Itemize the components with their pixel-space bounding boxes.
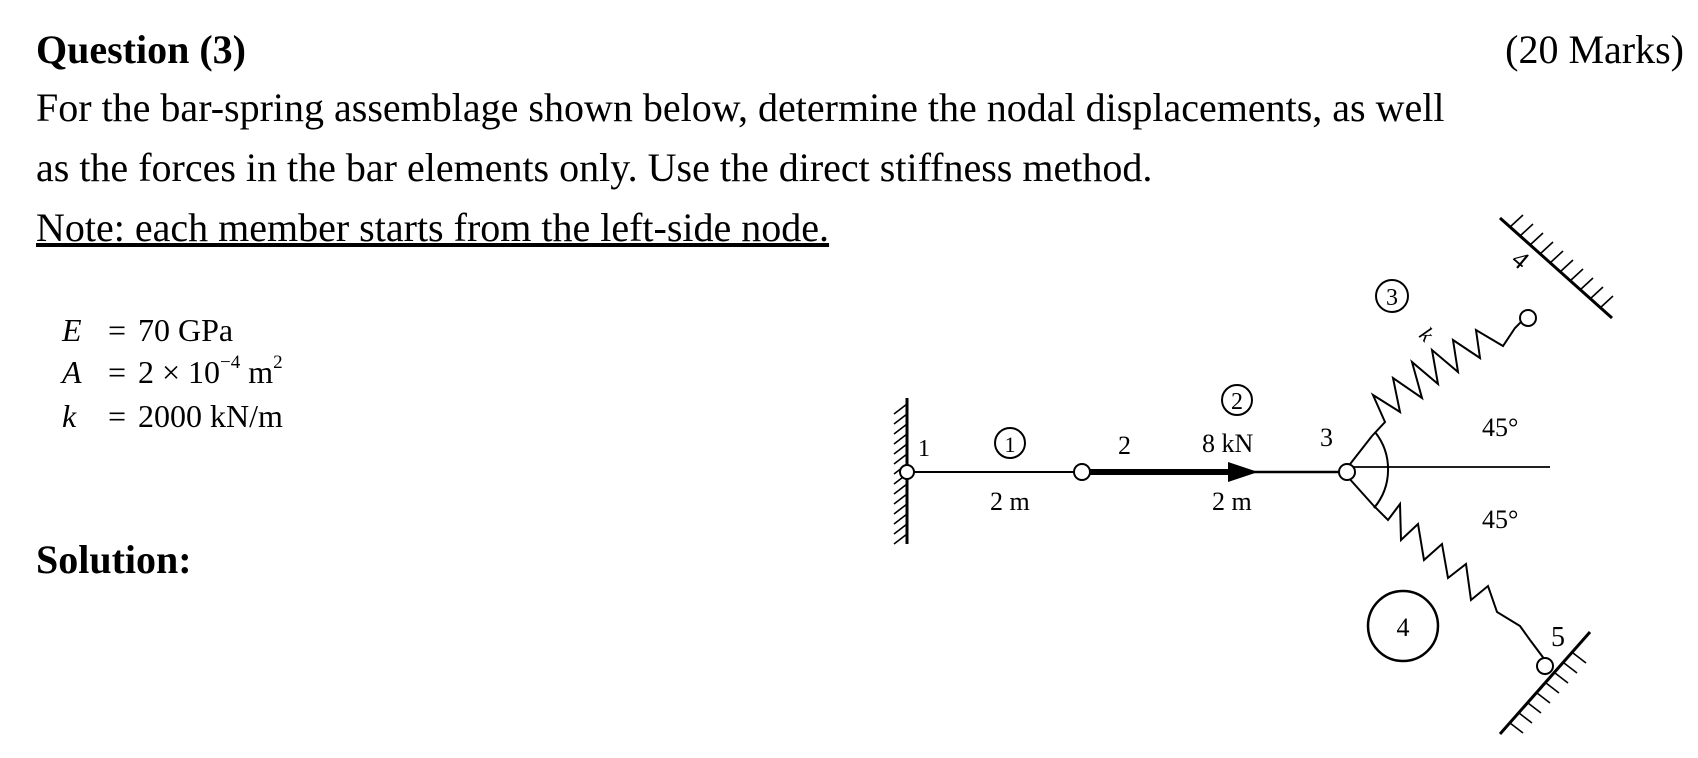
hinge-link-lower	[1346, 475, 1374, 506]
property-a-value: 2 × 10	[138, 354, 221, 390]
property-k-symbol: k	[62, 398, 77, 434]
element-4-label: 4	[1397, 613, 1410, 642]
angle-upper-label: 45°	[1482, 413, 1518, 442]
element-2-circle	[1221, 384, 1253, 416]
node-3-label: 3	[1320, 423, 1333, 452]
upper-support-hatch	[1509, 214, 1614, 309]
spring-element-3	[1370, 317, 1526, 437]
node-2-label: 2	[1118, 431, 1131, 460]
angle-lower-label: 45°	[1482, 505, 1518, 534]
property-e-symbol: E	[62, 312, 82, 348]
spring-element-4	[1372, 501, 1531, 641]
angle-arc	[1373, 431, 1390, 509]
node-4	[1519, 309, 1537, 327]
hinge-link-upper	[1346, 435, 1373, 469]
question-title: Question (3)	[36, 27, 246, 72]
length-element-1: 2 m	[990, 487, 1030, 516]
element-3-label: 3	[1386, 285, 1398, 311]
solution-label: Solution:	[36, 537, 192, 582]
element-1-circle	[994, 427, 1026, 459]
question-marks: (20 Marks)	[1505, 27, 1684, 72]
property-a-unit-exponent: 2	[273, 352, 283, 373]
question-note: Note: each member starts from the left-s…	[36, 205, 830, 250]
question-text-line-2: as the forces in the bar elements only. …	[36, 145, 1153, 190]
node-1	[899, 464, 915, 480]
node-1-label: 1	[918, 436, 930, 462]
property-k-value: 2000 kN/m	[138, 398, 283, 434]
property-k: k = 2000 kN/m	[62, 398, 283, 435]
property-a-unit: m	[240, 354, 274, 390]
spring-k-label: k	[1414, 322, 1439, 347]
element-3-circle	[1375, 279, 1409, 313]
element-2-label: 2	[1231, 389, 1243, 415]
property-a: A = 2 × 10−4 m2	[62, 352, 283, 391]
question-text-line-1: For the bar-spring assemblage shown belo…	[36, 85, 1445, 130]
property-e: E = 70 GPa	[62, 312, 233, 349]
property-e-equals: =	[107, 312, 127, 348]
property-a-exponent: −4	[220, 352, 241, 373]
load-label: 8 kN	[1202, 429, 1254, 458]
upper-support-line	[1499, 216, 1613, 320]
node-5-label: 5	[1551, 622, 1565, 653]
node-5	[1536, 657, 1554, 675]
lower-support-hatch	[1509, 652, 1587, 734]
element-4-circle	[1366, 589, 1440, 663]
element-1-label: 1	[1005, 432, 1016, 457]
property-e-value: 70 GPa	[138, 312, 234, 348]
lower-support-line	[1498, 631, 1592, 735]
length-element-2: 2 m	[1212, 487, 1252, 516]
node-2	[1073, 463, 1091, 481]
property-a-symbol: A	[62, 354, 82, 390]
node-4-label: 4	[1506, 244, 1535, 275]
lower-support-link	[1529, 639, 1546, 661]
property-a-equals: =	[107, 354, 127, 390]
node-3	[1338, 463, 1356, 481]
property-k-equals: =	[107, 398, 127, 434]
load-arrow-head	[1228, 462, 1258, 482]
